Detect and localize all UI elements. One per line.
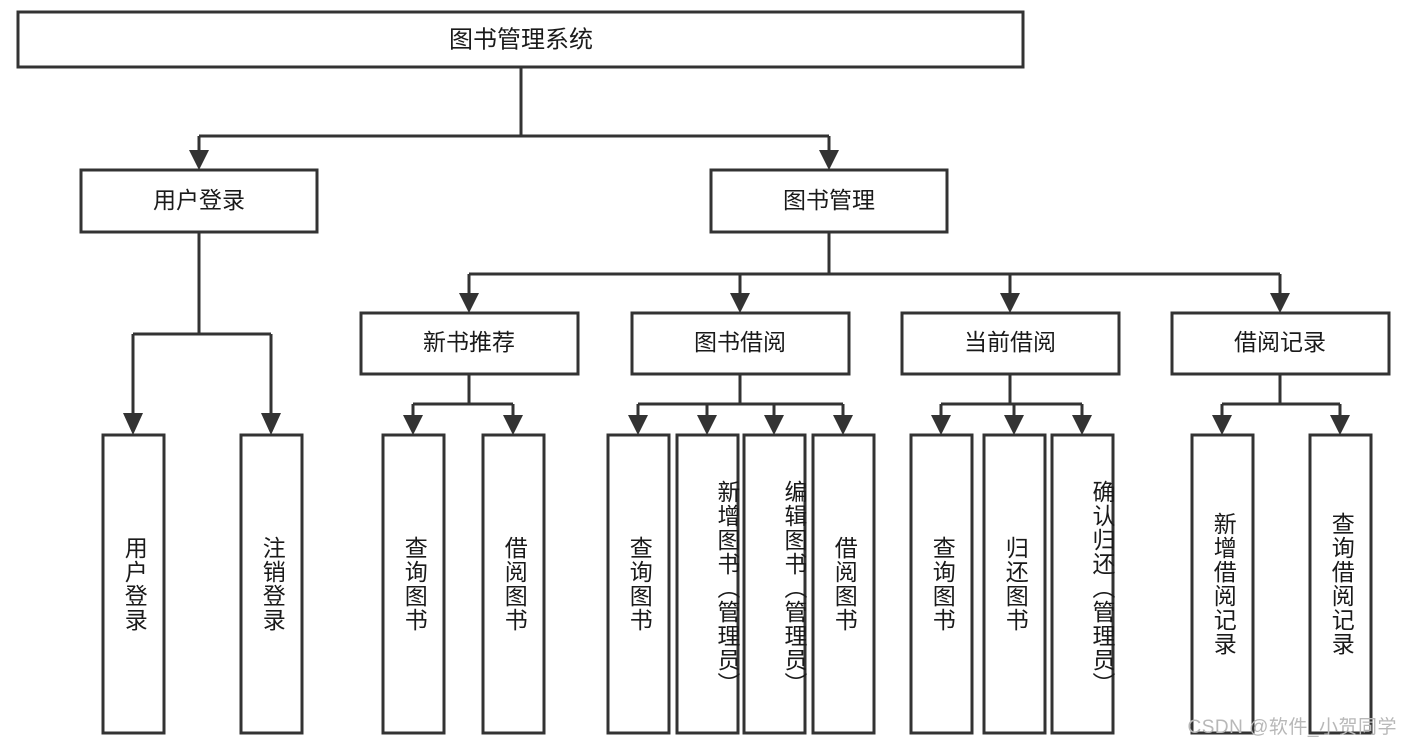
- connector-group-book-borrow: [628, 374, 853, 435]
- csdn-watermark: CSDN @软件_小贺同学: [1187, 717, 1397, 738]
- arrow-to-leaf-borrow-book-1: [503, 415, 523, 435]
- node-leaf-borrow-book-2-box[interactable]: [811, 433, 876, 735]
- node-book-borrow-box[interactable]: [630, 311, 851, 376]
- connector-group-new-book-recommend: [403, 374, 523, 435]
- node-book-borrow-label: 图书借阅: [694, 329, 786, 355]
- arrow-to-leaf-return-book: [1004, 415, 1024, 435]
- node-book-management[interactable]: 图书管理: [709, 168, 949, 234]
- arrow-to-leaf-add-record: [1212, 415, 1232, 435]
- connector-group-borrow-record: [1212, 374, 1350, 435]
- node-borrow-record-box[interactable]: [1170, 311, 1391, 376]
- node-leaf-query-book-2-box[interactable]: [606, 433, 671, 735]
- arrow-to-book-management: [819, 150, 839, 170]
- node-current-borrow-label: 当前借阅: [964, 329, 1056, 355]
- node-new-book-recommend-label: 新书推荐: [423, 329, 515, 355]
- connector-group-root: [189, 67, 839, 170]
- connector-group-book-management: [459, 232, 1290, 313]
- node-leaf-query-record-box[interactable]: [1308, 433, 1373, 735]
- arrow-to-leaf-query-book-2: [628, 415, 648, 435]
- arrow-to-leaf-query-book-1: [403, 415, 423, 435]
- arrow-to-leaf-query-book-3: [931, 415, 951, 435]
- arrow-to-leaf-confirm-return: [1072, 415, 1092, 435]
- arrow-to-borrow-record: [1270, 293, 1290, 313]
- node-leaf-edit-book-box[interactable]: [742, 433, 807, 735]
- arrow-to-new-book-recommend: [459, 293, 479, 313]
- connector-group-user-login: [123, 232, 281, 435]
- node-borrow-record[interactable]: 借阅记录: [1170, 311, 1391, 376]
- leaf-box-group: [101, 433, 1373, 735]
- node-leaf-return-book-box[interactable]: [982, 433, 1047, 735]
- node-leaf-add-record-box[interactable]: [1190, 433, 1255, 735]
- arrow-to-leaf-logout: [261, 413, 281, 435]
- node-current-borrow[interactable]: 当前借阅: [900, 311, 1121, 376]
- node-user-login-label: 用户登录: [153, 187, 245, 213]
- connector-group-current-borrow: [931, 374, 1092, 435]
- node-current-borrow-box[interactable]: [900, 311, 1121, 376]
- node-root-label: 图书管理系统: [449, 26, 593, 53]
- node-leaf-confirm-return-box[interactable]: [1050, 433, 1115, 735]
- arrow-to-book-borrow: [730, 293, 750, 313]
- arrow-to-current-borrow: [1000, 293, 1020, 313]
- node-book-management-box[interactable]: [709, 168, 949, 234]
- node-leaf-query-book-3-box[interactable]: [909, 433, 974, 735]
- arrow-to-leaf-user-login: [123, 413, 143, 435]
- arrow-to-leaf-edit-book: [764, 415, 784, 435]
- node-new-book-recommend-box[interactable]: [359, 311, 580, 376]
- node-leaf-query-book-1-box[interactable]: [381, 433, 446, 735]
- node-new-book-recommend[interactable]: 新书推荐: [359, 311, 580, 376]
- node-leaf-add-book-box[interactable]: [675, 433, 740, 735]
- arrow-to-leaf-borrow-book-2: [833, 415, 853, 435]
- node-borrow-record-label: 借阅记录: [1234, 329, 1326, 355]
- node-book-borrow[interactable]: 图书借阅: [630, 311, 851, 376]
- node-root-box[interactable]: [16, 10, 1025, 69]
- node-leaf-user-login-box[interactable]: [101, 433, 166, 735]
- node-leaf-borrow-book-1-box[interactable]: [481, 433, 546, 735]
- arrow-to-leaf-query-record: [1330, 415, 1350, 435]
- arrow-to-leaf-add-book: [697, 415, 717, 435]
- arrow-to-user-login: [189, 150, 209, 170]
- node-user-login-box[interactable]: [79, 168, 319, 234]
- node-root[interactable]: 图书管理系统: [16, 10, 1025, 69]
- node-book-management-label: 图书管理: [783, 187, 875, 213]
- node-leaf-logout-box[interactable]: [239, 433, 304, 735]
- node-user-login[interactable]: 用户登录: [79, 168, 319, 234]
